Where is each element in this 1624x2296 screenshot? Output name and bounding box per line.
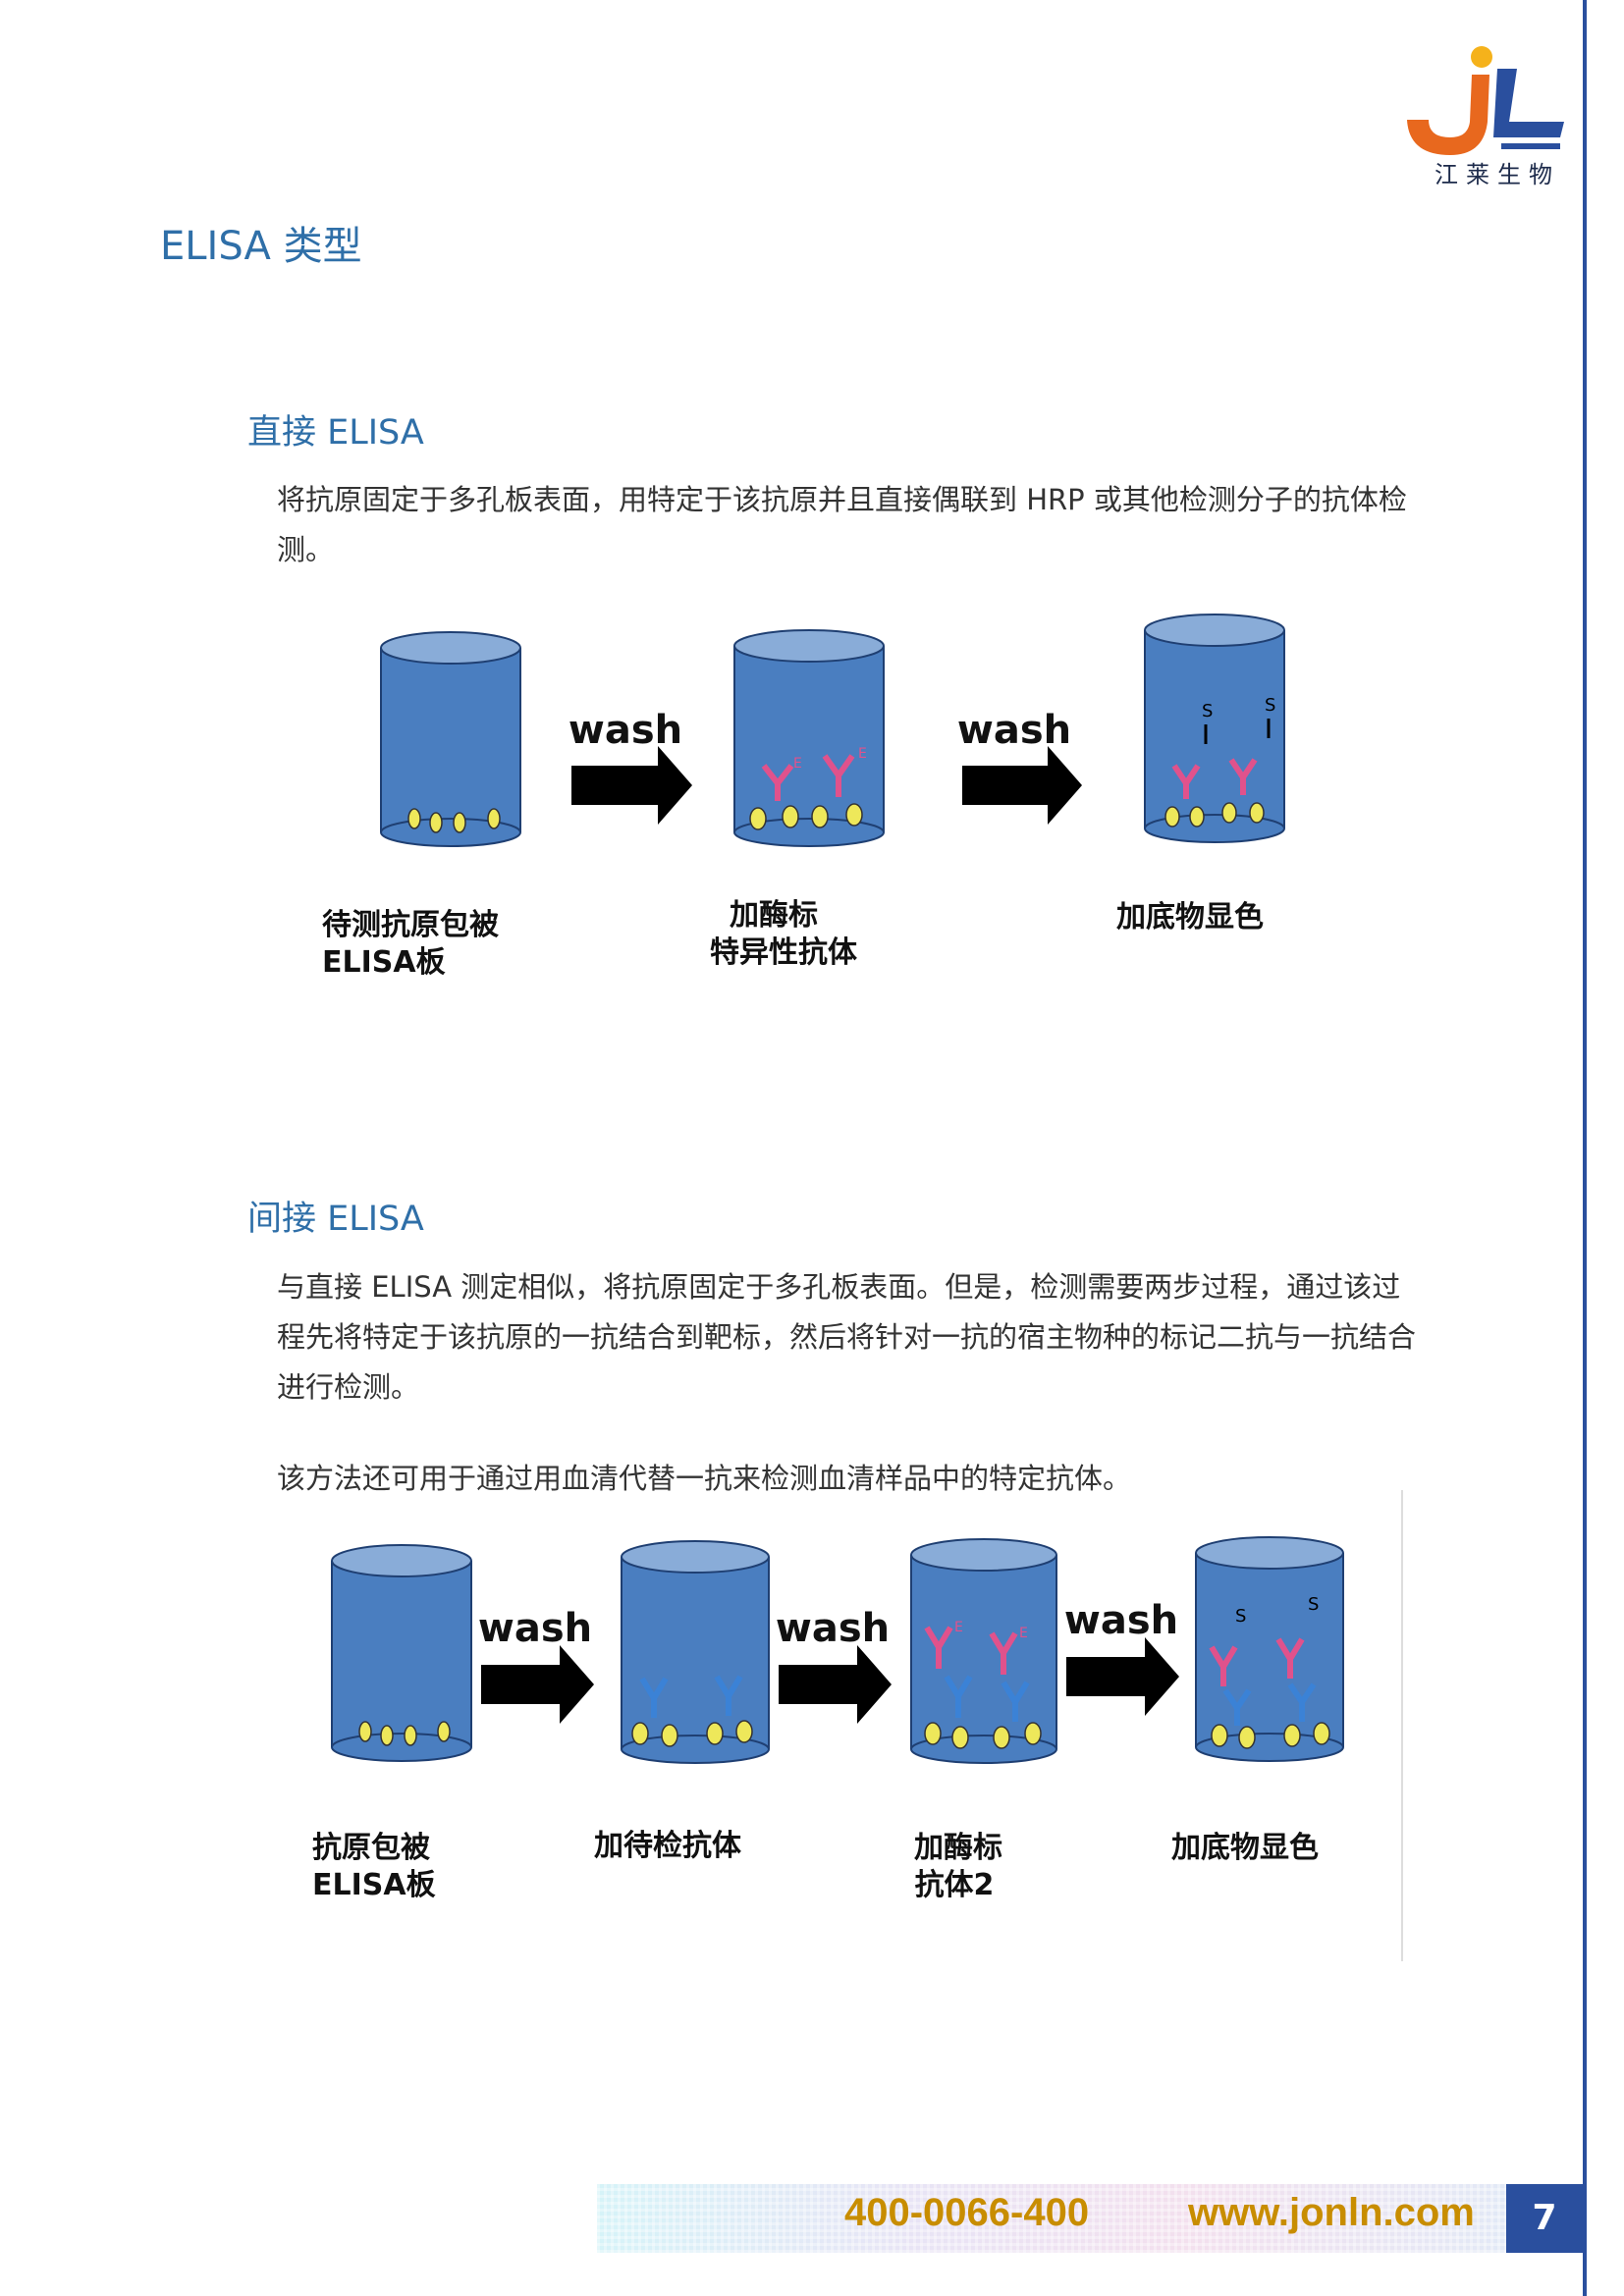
svg-text:E: E (793, 756, 802, 772)
section-title-indirect: 间接 ELISA (247, 1200, 424, 1239)
direct-elisa-diagram: wash E E wash S S 待测抗原包被 (322, 614, 1285, 980)
arrow-2 (962, 746, 1082, 825)
svg-text:S: S (1265, 695, 1275, 716)
logo-subtitle: 江莱生物 (1435, 161, 1560, 188)
paragraph-direct: 将抗原固定于多孔板表面，用特定于该抗原并且直接偶联到 HRP 或其他检测分子的抗… (277, 483, 1407, 566)
footer-band (597, 2184, 1506, 2253)
paragraph-indirect-1: 与直接 ELISA 测定相似，将抗原固定于多孔板表面。但是，检测需要两步过程，通… (277, 1270, 1417, 1404)
arrow-3 (1066, 1637, 1179, 1716)
caption-4-line1: 加底物显色 (1171, 1831, 1319, 1865)
well-3: S S (1144, 614, 1285, 843)
caption-3-line2: 抗体2 (915, 1868, 995, 1902)
well-2 (621, 1540, 770, 1764)
wash-label-1: wash (478, 1606, 592, 1651)
section-title-direct: 直接 ELISA (247, 413, 424, 453)
svg-text:E: E (954, 1620, 963, 1635)
paragraph-indirect-2: 该方法还可用于通过用血清代替一抗来检测血清样品中的特定抗体。 (277, 1462, 1132, 1495)
caption-1-line2: ELISA板 (312, 1868, 436, 1902)
caption-3-line1: 加酶标 (914, 1831, 1002, 1865)
well-1 (331, 1544, 472, 1762)
caption-2-line1: 加酶标 (730, 898, 818, 933)
indirect-elisa-diagram: wash wash E E wash (312, 1490, 1403, 1961)
company-logo (1407, 46, 1564, 155)
well-1 (380, 631, 521, 847)
caption-2-line1: 加待检抗体 (594, 1829, 742, 1863)
arrow-2 (779, 1645, 892, 1724)
wash-label-1: wash (568, 708, 682, 753)
footer-website[interactable]: www.jonln.com (1188, 2191, 1475, 2234)
wash-label-2: wash (776, 1606, 890, 1651)
well-2: E E (733, 629, 885, 847)
well-4: S S (1195, 1536, 1344, 1762)
svg-text:E: E (858, 746, 867, 762)
caption-1-line1: 待测抗原包被 (322, 908, 499, 942)
wash-label-2: wash (957, 708, 1071, 753)
wash-label-3: wash (1064, 1598, 1178, 1643)
caption-2-line2: 特异性抗体 (710, 935, 858, 970)
caption-3-line1: 加底物显色 (1116, 900, 1264, 934)
well-3: E E (910, 1538, 1057, 1764)
page-border-line (1583, 0, 1587, 2296)
svg-text:S: S (1235, 1606, 1246, 1627)
caption-1-line2: ELISA板 (322, 945, 446, 980)
footer-phone: 400-0066-400 (844, 2191, 1090, 2234)
svg-text:E: E (1019, 1626, 1028, 1641)
svg-text:S: S (1202, 701, 1213, 721)
arrow-1 (571, 746, 692, 825)
page-number: 7 (1506, 2184, 1583, 2253)
arrow-1 (481, 1645, 594, 1724)
page-title: ELISA 类型 (160, 224, 362, 269)
caption-1-line1: 抗原包被 (312, 1831, 430, 1865)
svg-text:S: S (1308, 1594, 1319, 1615)
